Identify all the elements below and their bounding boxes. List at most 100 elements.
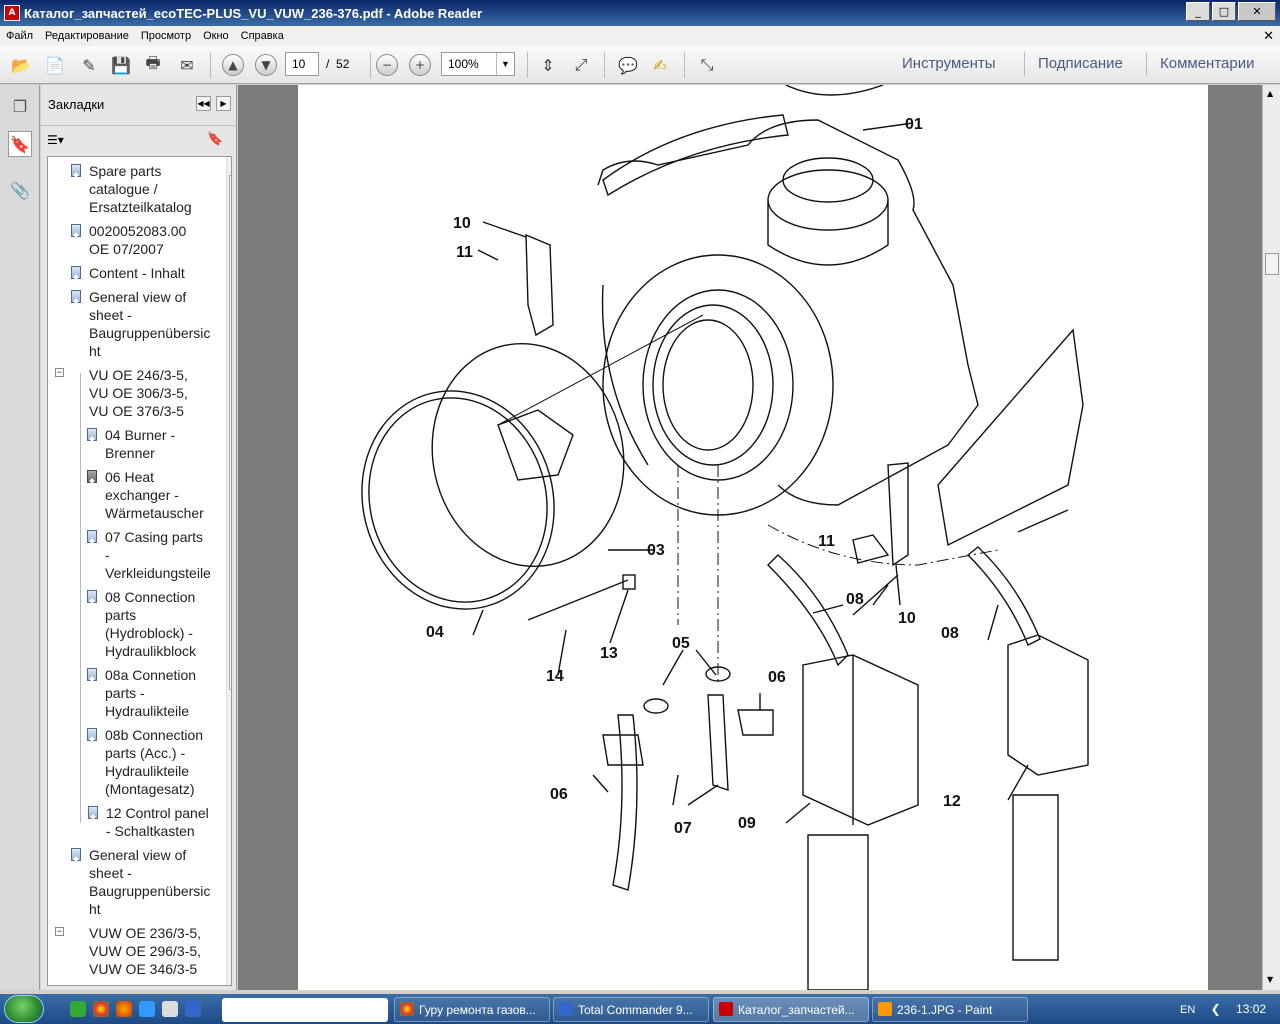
desktop-icon[interactable] <box>162 1001 178 1017</box>
document-area: 01 10 11 03 04 13 14 05 06 06 07 09 08 1… <box>238 84 1262 991</box>
utorrent-icon[interactable] <box>70 1001 86 1017</box>
bookmark-icon <box>71 266 81 279</box>
exploded-view-diagram: 01 10 11 03 04 13 14 05 06 06 07 09 08 1… <box>361 84 1089 991</box>
email-icon[interactable]: ✉ <box>180 55 194 75</box>
next-page-icon[interactable]: ▼ <box>255 54 277 76</box>
bookmark-item[interactable]: VUW OE 236/3-5,VUW OE 296/3-5,VUW OE 346… <box>89 925 202 977</box>
bookmark-icon <box>87 668 97 681</box>
comments-link[interactable]: Комментарии <box>1160 55 1255 72</box>
pdf-icon <box>719 1002 733 1016</box>
comment-icon[interactable]: 💬 <box>618 55 638 75</box>
toolbar: 📂 📄 ✎ 💾 🖶 ✉ ▲ ▼ − + ⇕ ⤢ 💬 ✍ ⤡ <box>0 46 1280 84</box>
bookmark-icon <box>87 590 97 603</box>
save-icon[interactable]: 💾 <box>111 55 131 75</box>
task-paint[interactable]: 236-1.JPG - Paint <box>872 997 1028 1022</box>
hidden-task[interactable] <box>222 998 388 1022</box>
prev-page-icon[interactable]: ▲ <box>222 54 244 76</box>
chrome-icon[interactable] <box>93 1001 109 1017</box>
sign-link[interactable]: Подписание <box>1038 55 1123 72</box>
scroll-mode-icon[interactable]: ⇕ <box>541 55 555 75</box>
open-icon[interactable]: 📂 <box>11 55 31 75</box>
attachments-icon[interactable]: 📎 <box>10 180 30 200</box>
document-scrollbar[interactable]: ▲ ▼ <box>1262 85 1280 990</box>
task-chrome[interactable]: Гуру ремонта газов... <box>394 997 550 1022</box>
tray-chevron-icon[interactable]: ❮ <box>1210 1002 1221 1016</box>
bookmark-icon <box>71 224 81 237</box>
bookmarks-title: Закладки <box>48 97 105 112</box>
scroll-up-icon[interactable]: ▲ <box>1267 89 1274 98</box>
task-adobe-reader[interactable]: Каталог_запчастей... <box>713 997 869 1022</box>
zoom-out-icon[interactable]: − <box>376 54 398 76</box>
callout-label: 11 <box>456 244 473 261</box>
callout-label: 13 <box>600 645 618 662</box>
close-button[interactable]: ✕ <box>1238 2 1276 21</box>
bookmarks-scrollbar[interactable]: ▲ ▼ <box>226 157 231 985</box>
edit-icon[interactable]: ✎ <box>82 55 96 75</box>
bookmarks-icon[interactable]: 🔖 <box>8 131 32 157</box>
task-total-commander[interactable]: Total Commander 9... <box>553 997 709 1022</box>
ie-icon[interactable] <box>139 1001 155 1017</box>
bookmark-item[interactable]: 07 Casing parts-Verkleidungsteile <box>87 528 211 582</box>
menu-file[interactable]: Файл <box>6 30 34 42</box>
taskbar <box>0 994 1280 1024</box>
menu-help[interactable]: Справка <box>240 30 284 42</box>
create-pdf-icon[interactable]: 📄 <box>45 55 65 75</box>
bookmark-icon <box>71 290 81 303</box>
tools-link[interactable]: Инструменты <box>902 55 996 72</box>
language-indicator[interactable]: EN <box>1180 1004 1196 1016</box>
clock[interactable]: 13:02 <box>1236 1002 1267 1016</box>
app-icon[interactable] <box>185 1001 201 1017</box>
scroll-thumb[interactable] <box>229 175 231 690</box>
bookmark-item[interactable]: 12 Control panel- Schaltkasten <box>88 804 209 840</box>
zoom-select[interactable]: 100% ▼ <box>441 52 515 76</box>
panel-options-icon[interactable]: ▶ <box>216 96 231 111</box>
expand-bookmark-icon[interactable]: 🔖 <box>207 132 224 147</box>
collapse-panel-icon[interactable]: ◀◀ <box>196 96 211 111</box>
chevron-down-icon[interactable]: ▼ <box>496 53 514 75</box>
bookmark-item[interactable]: VU OE 246/3-5,VU OE 306/3-5,VU OE 376/3-… <box>89 367 188 419</box>
callout-label: 06 <box>550 786 568 803</box>
print-icon[interactable]: 🖶 <box>145 52 161 72</box>
firefox-icon[interactable] <box>116 1001 132 1017</box>
total-commander-icon <box>559 1002 573 1016</box>
callout-label: 07 <box>674 820 692 837</box>
start-button[interactable] <box>4 995 44 1023</box>
zoom-in-icon[interactable]: + <box>409 54 431 76</box>
menu-window[interactable]: Окно <box>203 30 229 42</box>
callout-label: 12 <box>943 793 961 810</box>
callout-label: 09 <box>738 815 756 832</box>
document-close-icon[interactable]: ✕ <box>1263 28 1274 43</box>
maximize-button[interactable]: □ <box>1212 2 1236 21</box>
bookmark-icon <box>71 848 81 861</box>
pages-icon[interactable]: ❐ <box>12 96 28 116</box>
fullscreen-icon[interactable]: ⤡ <box>700 55 714 74</box>
bookmark-item[interactable]: Content - Inhalt <box>71 264 185 282</box>
menu-view[interactable]: Просмотр <box>140 30 192 42</box>
page-number-input[interactable]: 10 <box>285 52 319 76</box>
collapse-toggle[interactable]: − <box>55 926 64 936</box>
zoom-value: 100% <box>448 57 479 71</box>
scroll-down-icon[interactable]: ▼ <box>1267 975 1274 984</box>
fit-page-icon[interactable]: ⤢ <box>574 55 588 74</box>
callout-label: 10 <box>453 215 471 232</box>
collapse-toggle[interactable]: − <box>55 367 64 377</box>
page-count: / 52 <box>326 57 349 71</box>
minimize-button[interactable]: _ <box>1186 2 1210 21</box>
options-menu-icon[interactable]: ☰▾ <box>47 133 64 147</box>
menu-edit[interactable]: Редактирование <box>45 30 129 42</box>
bookmark-item[interactable]: 04 Burner -Brenner <box>87 426 175 462</box>
pdf-icon: A <box>4 5 20 21</box>
highlight-icon[interactable]: ✍ <box>653 55 667 75</box>
scroll-thumb[interactable] <box>1265 253 1279 275</box>
navigation-pane-strip: ❐ 🔖 📎 <box>0 85 40 990</box>
callout-label: 06 <box>768 669 786 686</box>
